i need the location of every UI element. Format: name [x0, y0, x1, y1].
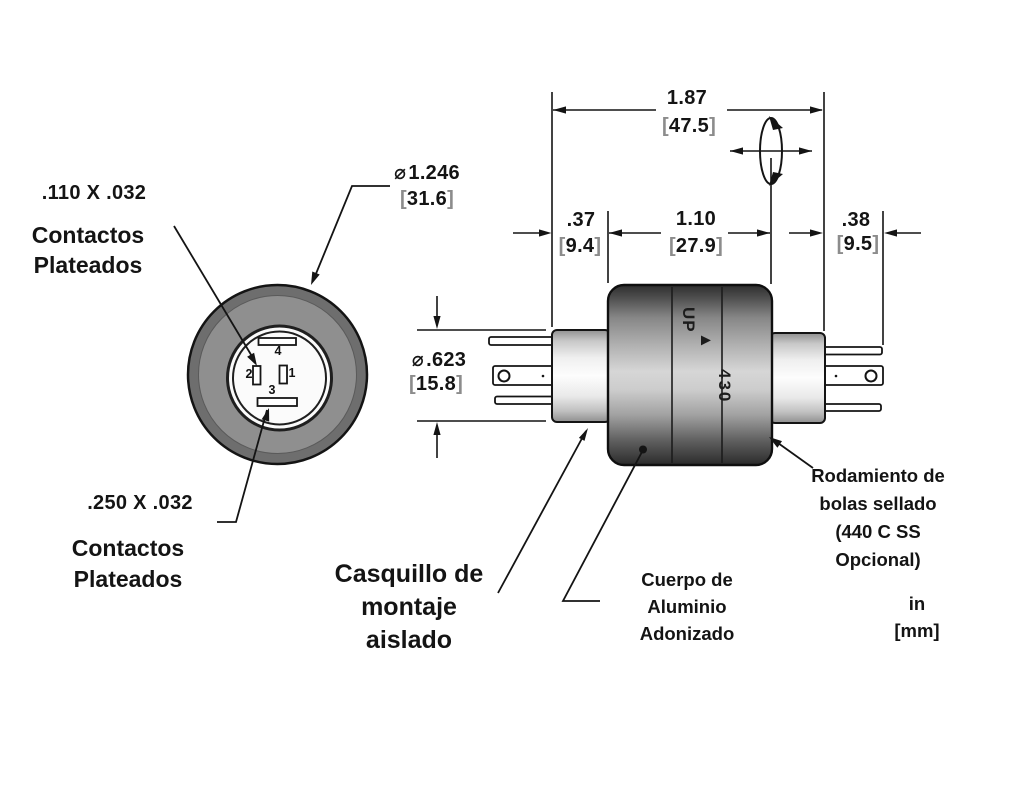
- dim-shaft-diameter-mm: [15.8]: [408, 373, 464, 395]
- pin-label-3: 3: [268, 383, 276, 397]
- contact-slots: [252, 337, 298, 407]
- body-marking-model: 430: [715, 369, 734, 404]
- dimension-arrowheads: [433, 106, 897, 435]
- dimension-lines: [417, 92, 921, 458]
- dim-contact-small: .110 X .032: [41, 182, 147, 204]
- dim-contact-large: .250 X .032: [87, 492, 193, 514]
- aluminum-body: [606, 283, 774, 467]
- diameter-symbol: ⌀: [394, 160, 407, 184]
- pin-label-4: 4: [274, 344, 282, 358]
- dim-overall-mm: [47.5]: [661, 115, 717, 137]
- rotation-symbol: [759, 116, 783, 186]
- side-view: [488, 283, 884, 467]
- dim-shaft-diameter-in: ⌀.623: [411, 347, 467, 371]
- right-terminals: [823, 346, 884, 412]
- up-arrow-icon: ▲: [697, 332, 716, 349]
- dim-front-diameter: ⌀1.246 [31.6]: [394, 160, 460, 210]
- pin-label-2: 2: [245, 367, 253, 381]
- dim-body-mm: [27.9]: [668, 235, 724, 257]
- dim-right-hub-in: .38: [841, 209, 871, 231]
- units-note: in [mm]: [894, 593, 940, 641]
- label-bushing: Casquillo de montaje aislado: [334, 560, 484, 654]
- dim-left-hub-mm: [9.4]: [558, 235, 602, 257]
- label-contacts-top: Contactos Plateados: [31, 222, 145, 278]
- dim-left-hub-in: .37: [566, 209, 596, 231]
- dim-body-in: 1.10: [675, 208, 717, 230]
- leader-arrowheads: [247, 271, 782, 454]
- label-bearing: Rodamiento de bolas sellado (440 C SS Op…: [811, 465, 945, 570]
- body-marking: 430 ▲ UP: [679, 305, 734, 435]
- right-mounting-bushing: [769, 332, 826, 424]
- pin-label-1: 1: [288, 366, 296, 380]
- front-view: [186, 283, 369, 466]
- dim-right-hub-mm: [9.5]: [836, 233, 880, 255]
- left-mounting-bushing: [551, 329, 611, 423]
- leader-dot: [639, 445, 647, 454]
- label-contacts-bottom: Contactos Plateados: [71, 535, 185, 592]
- dim-overall-in: 1.87: [666, 87, 708, 109]
- diameter-symbol: ⌀: [411, 347, 425, 371]
- left-terminals: [488, 336, 555, 405]
- label-body: Cuerpo de Aluminio Adonizado: [639, 569, 735, 644]
- body-marking-up: UP: [679, 307, 698, 333]
